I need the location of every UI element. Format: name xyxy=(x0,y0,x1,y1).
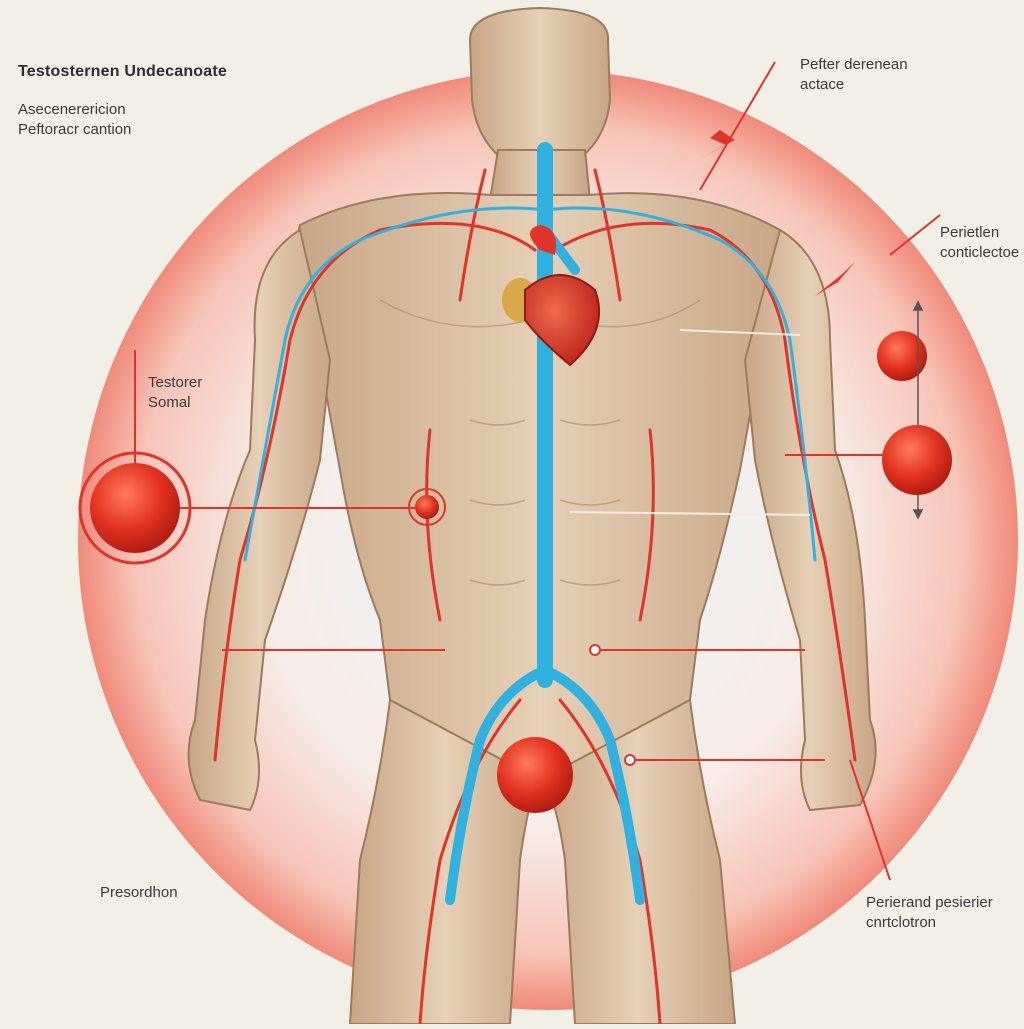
label-right-mid-line-1: Perietlen xyxy=(940,224,1000,241)
pointer-line-bottom-right xyxy=(849,759,891,881)
molecule-right-mid xyxy=(882,425,952,495)
label-top-right-line-2: actace xyxy=(800,76,845,93)
label-top-right-line-1: Pefter derenean xyxy=(800,56,908,73)
arteries xyxy=(213,168,857,1026)
molecule-left-ring xyxy=(78,451,192,565)
label-left-mid: Testorer Somal xyxy=(148,373,202,413)
pointer-line-top-right xyxy=(699,61,776,191)
veins xyxy=(243,142,817,905)
label-bottom-right: Perierand pesierier cnrtclotron xyxy=(866,893,993,933)
label-right-mid-line-2: conticlectoe xyxy=(940,244,1020,261)
page-title: Testosternen Undecanoate xyxy=(18,63,227,80)
label-top-right: Pefter derenean actace xyxy=(800,55,908,95)
dot-right-lower xyxy=(589,644,601,656)
pointer-lines-light xyxy=(569,329,811,516)
pointer-line-right-mid xyxy=(889,214,941,256)
scale-arrows xyxy=(912,300,924,520)
subtitle: Asecenerericion Peftoracr cantion xyxy=(18,100,131,140)
molecule-center xyxy=(415,495,439,519)
head xyxy=(468,6,612,171)
lightning-top xyxy=(700,130,735,158)
label-right-mid: Perietlen conticlectoe xyxy=(940,223,1019,263)
molecule-right-top xyxy=(877,331,927,381)
heart xyxy=(502,215,601,367)
molecule-left xyxy=(90,463,180,553)
label-left-mid-line-1: Testorer xyxy=(148,374,203,391)
pointer-lines xyxy=(134,61,941,881)
label-bottom-right-line-1: Perierand pesierier xyxy=(866,894,993,911)
molecules xyxy=(78,331,952,813)
molecule-groin xyxy=(497,737,573,813)
label-bottom-right-line-2: cnrtclotron xyxy=(866,914,937,931)
label-bottom-left-line-1: Presordhon xyxy=(100,884,178,901)
dot-right-low xyxy=(624,754,636,766)
molecule-center-ring xyxy=(408,488,446,526)
subtitle-line-2: Peftoracr cantion xyxy=(18,121,132,138)
subtitle-line-1: Asecenerericion xyxy=(18,101,126,118)
label-bottom-left: Presordhon xyxy=(100,883,178,903)
label-left-mid-line-2: Somal xyxy=(148,394,191,411)
lightning-accents xyxy=(700,130,855,296)
